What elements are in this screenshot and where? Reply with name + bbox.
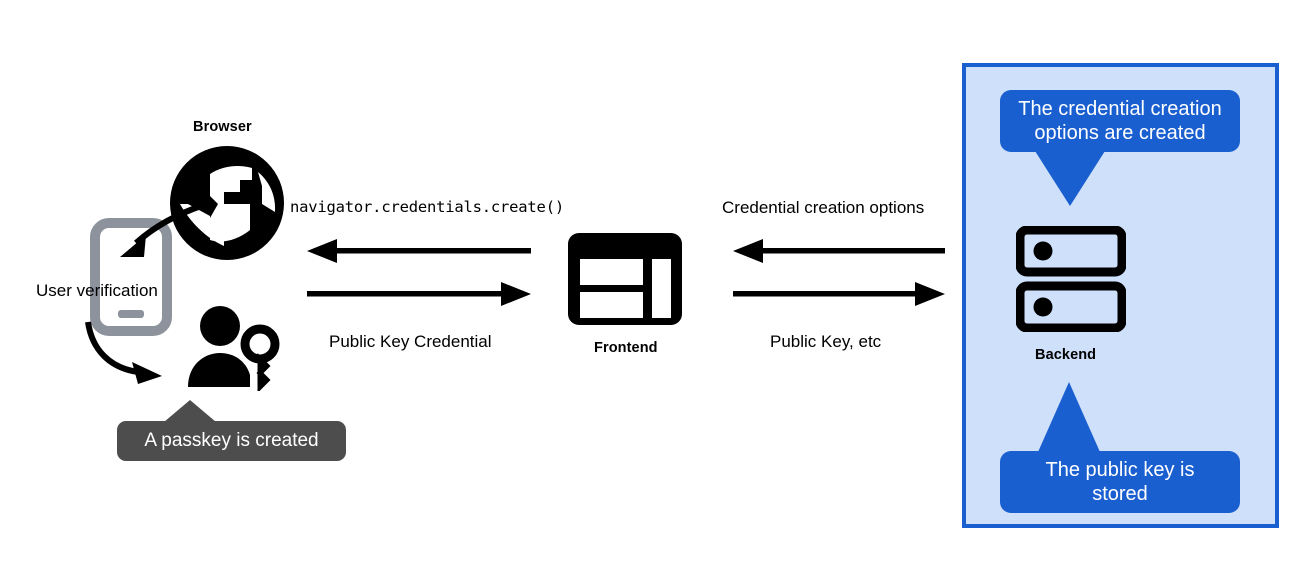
passkey-callout: A passkey is created	[117, 421, 346, 461]
globe-icon	[166, 142, 288, 264]
frontend-label: Frontend	[594, 340, 658, 356]
public-key-credential-label: Public Key Credential	[329, 332, 492, 351]
browser-label: Browser	[193, 119, 252, 135]
backend-top-callout-tail	[1035, 151, 1105, 206]
arrow-browser-to-phone	[100, 195, 210, 275]
backend-top-callout: The credential creation options are crea…	[1000, 90, 1240, 152]
arrow-frontend-to-browser	[307, 238, 531, 264]
arrow-backend-to-frontend	[733, 238, 945, 264]
public-key-etc-label: Public Key, etc	[770, 332, 882, 351]
arrow-browser-to-frontend	[307, 281, 531, 307]
navigator-create-label: navigator.credentials.create()	[290, 198, 564, 216]
backend-bottom-callout-line2: stored	[1092, 483, 1148, 505]
person-with-key-icon	[186, 305, 282, 391]
mobile-phone-icon	[90, 218, 172, 336]
arrow-frontend-to-backend	[733, 281, 945, 307]
backend-top-callout-line2: options are created	[1034, 122, 1206, 144]
backend-bottom-callout-line1: The public key is	[1045, 458, 1195, 481]
backend-bottom-callout-tail	[1038, 382, 1100, 452]
server-stack-icon	[1016, 226, 1126, 332]
backend-label: Backend	[1035, 347, 1097, 363]
arrow-phone-to-user	[80, 318, 200, 390]
credential-creation-options-label: Credential creation options	[722, 198, 925, 217]
browser-layout-icon	[566, 231, 684, 327]
passkey-callout-tail	[164, 400, 216, 422]
backend-bottom-callout: The public key is stored	[1000, 451, 1240, 513]
user-verification-label: User verification	[36, 281, 158, 300]
backend-top-callout-line1: The credential creation	[1018, 97, 1222, 120]
